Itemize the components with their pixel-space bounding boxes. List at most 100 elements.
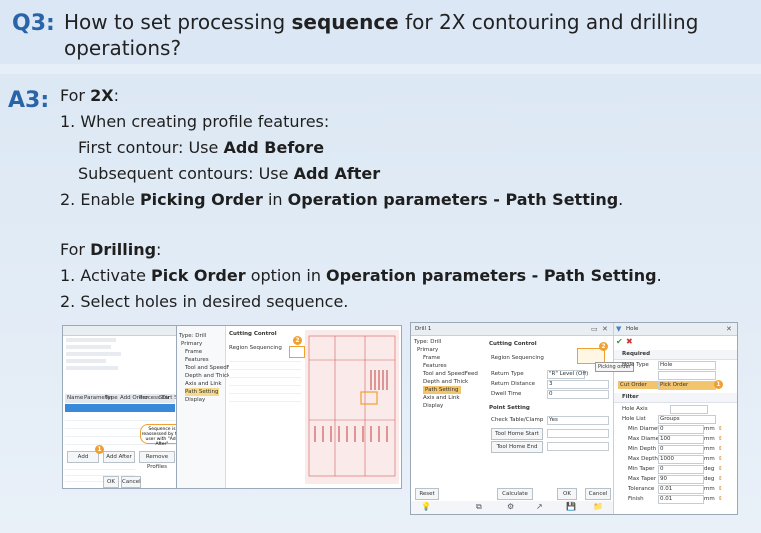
filter-value-field[interactable]: 0.01	[658, 485, 704, 494]
cancel-icon[interactable]: ✖	[626, 337, 633, 346]
export-icon[interactable]: ↗	[536, 502, 543, 511]
filter-value: 1000	[660, 456, 674, 462]
tree-item-type[interactable]: Type: Drill	[414, 339, 442, 345]
filter-unit: mm	[704, 456, 715, 462]
spinner-icon[interactable]: ⇕	[718, 496, 723, 502]
tree-item-features[interactable]: Features	[423, 363, 447, 369]
folder-icon[interactable]: 📁	[593, 502, 603, 511]
tree-item-primary[interactable]: Primary	[417, 347, 439, 353]
hole-title: Hole	[626, 326, 639, 332]
tree-type[interactable]: Type: Drill	[179, 333, 207, 339]
add-after-button[interactable]: Add After	[103, 451, 135, 463]
tree-depth[interactable]: Depth and Thick	[185, 373, 231, 379]
filter-value-field[interactable]: 90	[658, 475, 704, 484]
filter-value-field[interactable]: 0	[658, 445, 704, 454]
tree-tool[interactable]: Tool and SpeedFeed	[185, 365, 240, 371]
hole-close-icon[interactable]: ✕	[726, 325, 732, 333]
picking-order-tooltip: Picking order	[595, 362, 634, 372]
tool-home-end-button[interactable]: Tool Home End	[491, 441, 543, 453]
restore-icon[interactable]: ▭	[591, 325, 598, 333]
filter-value-field[interactable]: 100	[658, 435, 704, 444]
check-table-label: Check Table/Clamp	[491, 417, 544, 423]
check-icon[interactable]: ✔	[616, 337, 623, 346]
tree-item-axis[interactable]: Axis and Link	[423, 395, 460, 401]
region-seq-label: Region Sequencing	[229, 345, 282, 351]
calculate-button[interactable]: Calculate	[497, 488, 533, 500]
ok-button[interactable]: OK	[103, 476, 119, 488]
filter-label: Min Taper	[628, 466, 655, 472]
tree-item-display[interactable]: Display	[423, 403, 444, 409]
table-row[interactable]	[65, 404, 175, 412]
cut-order-label: Cut Order	[618, 381, 658, 389]
spinner-icon[interactable]: ⇕	[718, 456, 723, 462]
filter-value: 0.01	[660, 496, 673, 502]
filter-unit: mm	[704, 426, 715, 432]
tree-item-path-setting[interactable]: Path Setting	[423, 386, 461, 394]
hole-feature-field[interactable]	[658, 371, 716, 380]
filter-value-field[interactable]: 1000	[658, 455, 704, 464]
remove-profiles-button[interactable]: Remove Profiles	[139, 451, 175, 470]
filter-section[interactable]: Filter	[614, 393, 737, 403]
spinner-icon[interactable]: ⇕	[718, 476, 723, 482]
tree-item-depth[interactable]: Depth and Thick	[423, 379, 469, 385]
section-2x-step2: 2. Enable Picking Order in Operation par…	[60, 190, 624, 209]
hole-axis-field[interactable]	[670, 405, 708, 414]
add-before-button[interactable]: Add Before	[67, 451, 99, 470]
spinner-icon[interactable]: ⇕	[718, 426, 723, 432]
col-process-dir: Process Dir	[139, 395, 170, 401]
picking-order-highlight	[289, 346, 305, 358]
hole-list-select[interactable]: Groups	[658, 415, 716, 424]
cutting-control-title: Cutting Control	[229, 331, 277, 337]
question-text: How to set processing sequence for 2X co…	[64, 10, 699, 60]
tree-item-frame[interactable]: Frame	[423, 355, 441, 361]
close-icon[interactable]: ✕	[602, 325, 608, 333]
filter-value: 100	[660, 436, 671, 442]
bottom-toolbar: 💡 ⧉ ⚙ ↗ 💾 📁	[411, 501, 613, 514]
filter-value-field[interactable]: 0	[658, 465, 704, 474]
tree-path-setting[interactable]: Path Setting	[185, 388, 219, 396]
tool-home-end-field[interactable]	[547, 442, 609, 451]
tree-item-tool[interactable]: Tool and SpeedFeed	[423, 371, 478, 377]
badge-one-right: 1	[714, 380, 723, 389]
operation-parameters-window: Type: Drill Primary Frame Features Tool …	[176, 325, 402, 489]
spinner-icon[interactable]: ⇕	[718, 436, 723, 442]
hole-pane: ▼ Hole ✕ ✔ ✖ Required Hole Type Hole Cut…	[614, 323, 737, 514]
layers-icon[interactable]: ⧉	[476, 502, 482, 511]
spinner-icon[interactable]: ⇕	[718, 486, 723, 492]
dwell-time-label: Dwell Time	[491, 391, 522, 397]
save-icon[interactable]: 💾	[566, 502, 576, 511]
cancel-button[interactable]: Cancel	[121, 476, 141, 488]
check-table-field[interactable]: Yes	[547, 416, 609, 425]
required-section[interactable]: Required	[614, 350, 737, 360]
col-name: Name	[67, 395, 84, 401]
dwell-time-field[interactable]: 0	[547, 390, 609, 399]
tree-axis[interactable]: Axis and Link	[185, 381, 222, 387]
filter-unit: deg	[704, 466, 715, 472]
filter-value: 0	[660, 466, 664, 472]
tool-home-start-button[interactable]: Tool Home Start	[491, 428, 543, 440]
ok-button[interactable]: OK	[557, 488, 577, 500]
filter-value-field[interactable]: 0	[658, 425, 704, 434]
return-type-field[interactable]: "R" Level (Off)	[547, 370, 589, 379]
tree-frame[interactable]: Frame	[185, 349, 203, 355]
tree-primary[interactable]: Primary	[181, 341, 203, 347]
filter-label: Max Taper	[628, 476, 657, 482]
filter-label: Tolerance	[628, 486, 655, 492]
spinner-icon[interactable]: ⇕	[718, 466, 723, 472]
bulb-icon[interactable]: 💡	[421, 502, 431, 511]
region-seq-icons[interactable]	[577, 348, 605, 364]
tree-features[interactable]: Features	[185, 357, 209, 363]
filter-value-field[interactable]: 0.01	[658, 495, 704, 504]
spinner-icon[interactable]: ⇕	[718, 446, 723, 452]
cancel-button[interactable]: Cancel	[585, 488, 611, 500]
tree-display[interactable]: Display	[185, 397, 206, 403]
filter-value: 90	[660, 476, 667, 482]
tool-home-start-field[interactable]	[547, 429, 609, 438]
filter-unit: mm	[704, 496, 715, 502]
reset-button[interactable]: Reset	[415, 488, 439, 500]
hole-type-select[interactable]: Hole	[658, 361, 716, 370]
hole-titlebar: ▼ Hole ✕	[614, 323, 737, 336]
tool-icon[interactable]: ⚙	[507, 502, 515, 511]
cut-order-select[interactable]: Pick Order	[658, 381, 716, 390]
return-distance-field[interactable]: 3	[547, 380, 609, 389]
